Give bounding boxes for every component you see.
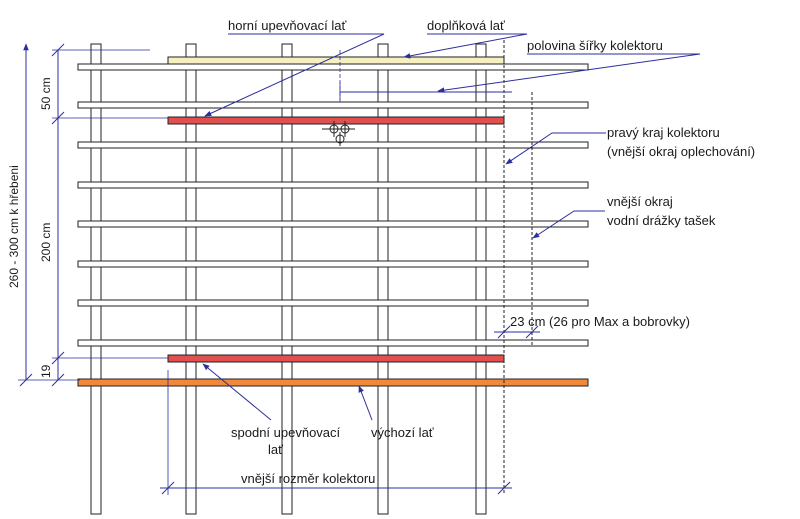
outer-dimension-label: vnější rozměr kolektoru	[241, 471, 375, 486]
bottom-fixing-label-2: lať	[268, 442, 283, 457]
batten-2	[77, 101, 589, 109]
rafters	[90, 43, 487, 515]
batten-7	[77, 299, 589, 307]
roof-battens	[77, 63, 589, 347]
offset-dimension	[494, 325, 540, 339]
starting-batten-label: výchozí lať	[371, 425, 434, 440]
rafter-5	[475, 43, 487, 515]
rafter-3	[281, 43, 293, 515]
batten-1	[77, 63, 589, 71]
rafter-1	[90, 43, 102, 515]
extra-batten	[167, 56, 505, 65]
half-width-label: polovina šířky kolektoru	[527, 38, 663, 53]
batten-8	[77, 339, 589, 347]
batten-4	[77, 181, 589, 189]
dim-50-label: 50 cm	[39, 77, 53, 110]
extra-batten-label: doplňková lať	[427, 18, 505, 33]
rafter-2	[185, 43, 197, 515]
bottom-fixing-batten	[167, 354, 505, 363]
left-dimensions	[18, 43, 168, 387]
top-fixing-batten	[167, 116, 505, 125]
right-edge-label-1: pravý kraj kolektoru	[607, 125, 720, 140]
outer-edge-label-1: vnější okraj	[607, 194, 673, 209]
right-edge-label-2: (vnější okraj oplechování)	[607, 144, 755, 159]
starting-batten	[77, 378, 589, 387]
leader-lines	[202, 33, 701, 421]
batten-6	[77, 260, 589, 268]
offset-label: 23 cm (26 pro Max a bobrovky)	[510, 314, 690, 329]
dim-260-label: 260 - 300 cm k hřebeni	[7, 165, 21, 288]
bottom-fixing-label-1: spodní upevňovací	[231, 425, 341, 440]
batten-5	[77, 220, 589, 228]
batten-3	[77, 141, 589, 149]
bottom-dimension	[160, 370, 512, 495]
top-fixing-batten-label: horní upevňovací lať	[228, 18, 346, 33]
rafter-4	[377, 43, 389, 515]
dim-200-label: 200 cm	[39, 223, 53, 262]
outer-edge-label-2: vodní drážky tašek	[607, 213, 716, 228]
dim-19-label: 19	[39, 364, 53, 378]
center-mark-icon	[322, 121, 355, 146]
